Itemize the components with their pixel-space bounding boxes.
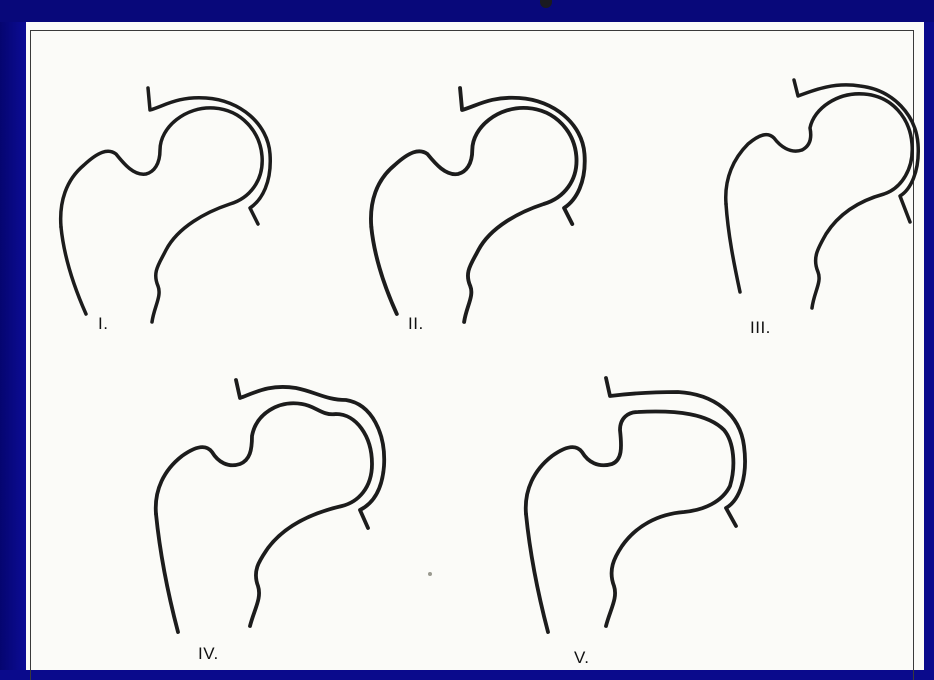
femur-stage-1-drawing <box>58 86 273 324</box>
panel-label-5: V. <box>574 648 590 667</box>
figure-frame <box>30 30 914 680</box>
femur-diagram <box>58 78 920 634</box>
panel-label-2: II. <box>408 314 424 333</box>
figure-panel: I. II. III. IV. V. <box>26 22 924 680</box>
panel-label-3: III. <box>750 318 771 337</box>
slide-top-bar <box>0 0 934 22</box>
femur-stage-5-drawing <box>523 376 747 634</box>
panel-label-4: IV. <box>198 644 219 663</box>
slide-right-border <box>924 22 934 670</box>
femur-stage-2-drawing <box>369 86 587 324</box>
femur-stage-4-drawing <box>153 378 387 634</box>
femur-stage-3-drawing <box>724 78 920 310</box>
panel-label-1: I. <box>98 314 109 333</box>
title-fragment-mark <box>540 0 552 8</box>
slide-left-border <box>0 22 26 670</box>
scan-speck <box>428 572 432 576</box>
